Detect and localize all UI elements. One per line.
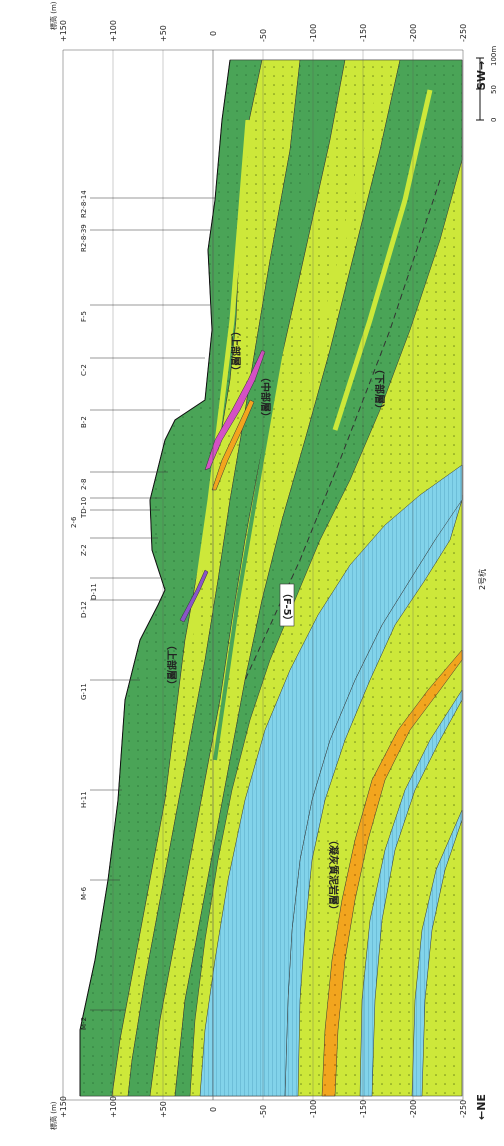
unit-labels: （上部層） （中部層） （下部層） （上部層） （F-5） （凝灰質泥岩層） bbox=[165, 326, 386, 915]
direction-ne: ←NE bbox=[475, 1094, 488, 1120]
borehole-labels: M-2 M-6 H-11 G-11 D-12 D-11 Z-2 2-6 TD-1… bbox=[70, 190, 98, 1030]
tick-p150: +150 bbox=[59, 1096, 68, 1118]
tick-top-0: 0 bbox=[209, 31, 218, 36]
borehole-label: 2-6 bbox=[70, 516, 78, 528]
borehole-label: R2-8-14 bbox=[80, 190, 88, 218]
borehole-label: F-5 bbox=[80, 311, 88, 322]
section-label: 2号杭 bbox=[477, 569, 487, 590]
unit-tuff: （凝灰質泥岩層） bbox=[327, 835, 340, 915]
unit-lower: （下部層） bbox=[373, 364, 386, 414]
unit-upper-right: （上部層） bbox=[229, 326, 242, 376]
tick-top-m150: -150 bbox=[359, 24, 368, 42]
direction-sw: SW→ bbox=[475, 61, 488, 90]
unit-fault: （F-5） bbox=[281, 588, 294, 626]
tick-m250: -250 bbox=[459, 1100, 468, 1118]
lower-dark-band bbox=[174, 59, 463, 1097]
borehole-label: TD-10 bbox=[80, 497, 88, 519]
borehole-label: G-11 bbox=[80, 683, 88, 700]
tick-top-m250: -250 bbox=[459, 24, 468, 42]
borehole-label: H-11 bbox=[80, 791, 88, 808]
borehole-label: D-12 bbox=[80, 601, 88, 618]
elevation-grid bbox=[62, 49, 464, 1101]
cyan-deep bbox=[359, 689, 463, 1097]
tick-0: 0 bbox=[209, 1107, 218, 1112]
interbed-2 bbox=[213, 119, 322, 761]
elevation-ticks-top: +150 +100 +50 0 -50 -100 -150 -200 -250 … bbox=[49, 1, 468, 42]
interbed-1 bbox=[187, 119, 251, 641]
tick-top-m100: -100 bbox=[309, 24, 318, 42]
borehole-label: M-6 bbox=[80, 886, 88, 900]
borehole-label: M-2 bbox=[80, 1017, 88, 1030]
borehole-label: B-2 bbox=[80, 416, 88, 428]
geology-body bbox=[79, 59, 463, 1097]
orange-lens bbox=[211, 399, 255, 491]
borehole-label: C-2 bbox=[80, 364, 88, 376]
scale-bar: 0 50 100m bbox=[476, 46, 498, 122]
scale-tick-0: 0 bbox=[490, 118, 498, 122]
purple-lens bbox=[179, 569, 209, 623]
fault-label-box bbox=[279, 583, 295, 627]
tick-p50: +50 bbox=[159, 1101, 168, 1118]
tick-m50: -50 bbox=[259, 1105, 268, 1118]
borehole-lines bbox=[90, 197, 215, 1011]
fault-line bbox=[244, 179, 441, 681]
cyan-deep-2 bbox=[411, 809, 463, 1097]
elevation-ticks-bottom: +150 +100 +50 0 -50 -100 -150 -200 -250 … bbox=[49, 1096, 468, 1130]
axis-unit-top: 標高 (m) bbox=[49, 1, 58, 30]
tick-top-m50: -50 bbox=[259, 29, 268, 42]
tick-m150: -150 bbox=[359, 1100, 368, 1118]
borehole-label: R2-8-39 bbox=[80, 224, 88, 252]
unit-middle: （中部層） bbox=[259, 372, 272, 422]
tick-top-p150: +150 bbox=[59, 20, 68, 42]
magenta-lens bbox=[204, 349, 266, 471]
tick-top-m200: -200 bbox=[409, 24, 418, 42]
borehole-label: 2-8 bbox=[80, 479, 88, 490]
tick-m100: -100 bbox=[309, 1100, 318, 1118]
axis-unit-bottom: 標高 (m) bbox=[49, 1101, 58, 1130]
cyan-wide bbox=[199, 464, 463, 1097]
interbed-4 bbox=[332, 89, 433, 431]
tick-top-p100: +100 bbox=[109, 20, 118, 42]
tuff-layer bbox=[321, 649, 463, 1097]
tick-top-p50: +50 bbox=[159, 25, 168, 42]
borehole-label: Z-2 bbox=[80, 544, 88, 556]
interbed-3 bbox=[266, 99, 374, 561]
unit-upper-left: （上部層） bbox=[165, 640, 178, 690]
tick-m200: -200 bbox=[409, 1100, 418, 1118]
scale-tick-50: 50 bbox=[490, 85, 498, 94]
scale-tick-100m: 100m bbox=[490, 46, 498, 66]
borehole-label: D-11 bbox=[90, 583, 98, 600]
tick-p100: +100 bbox=[109, 1096, 118, 1118]
